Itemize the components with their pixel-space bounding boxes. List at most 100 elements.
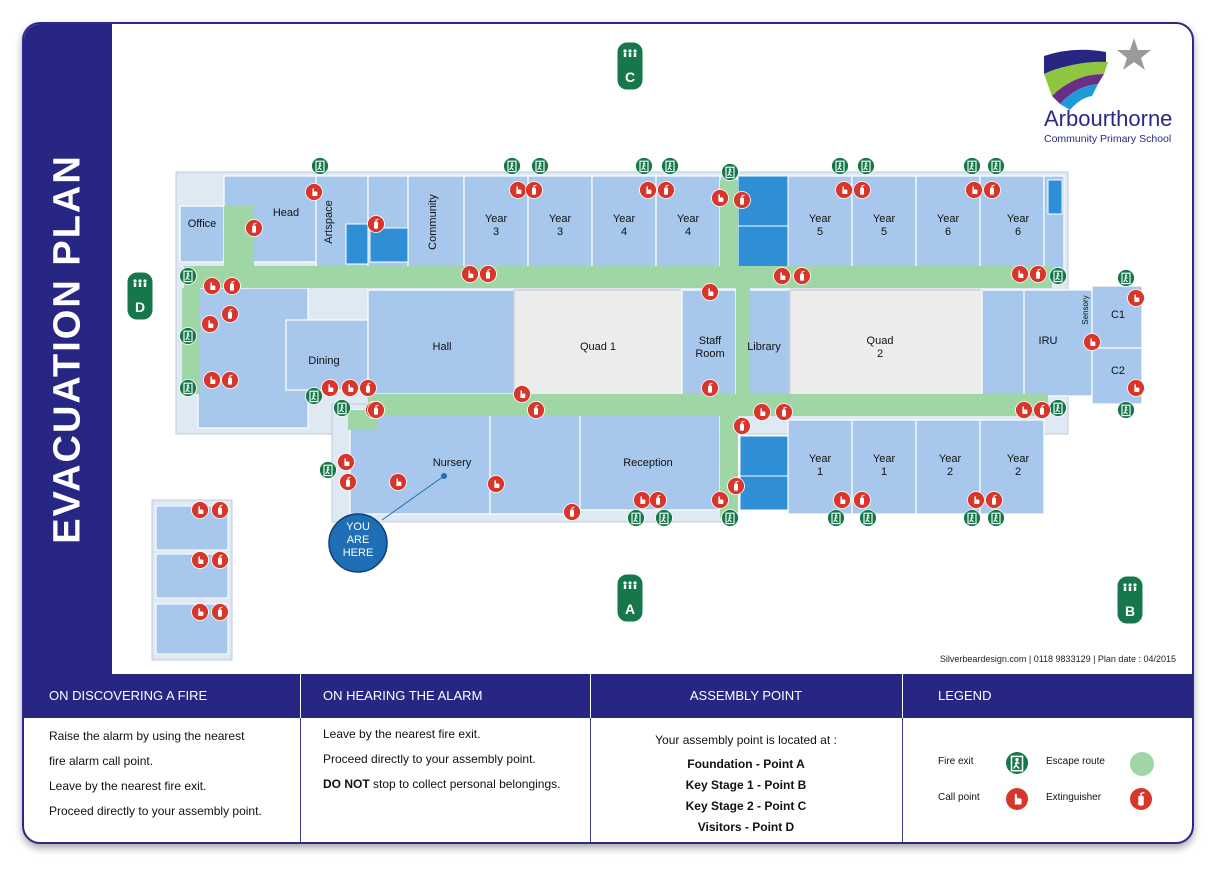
call-point-icon: [639, 181, 657, 199]
fire-exit-icon: [635, 157, 653, 175]
discovering-line: Raise the alarm by using the nearest: [49, 729, 245, 743]
room-label-c2: C2: [1111, 365, 1125, 377]
fire-exit-icon: [831, 157, 849, 175]
call-point-icon: [321, 379, 339, 397]
legend-escape-route-label: Escape route: [1046, 756, 1105, 767]
fire-exit-icon: [721, 163, 739, 181]
fire-exit-icon: [1006, 752, 1028, 774]
call-point-icon: [701, 283, 719, 301]
fire-exit-icon: [179, 327, 197, 345]
fire-exit-icon: [655, 509, 673, 527]
fire-exit-icon: [1117, 401, 1135, 419]
extinguisher-icon: [359, 379, 377, 397]
call-point-icon: [201, 315, 219, 333]
fire-exit-icon: [721, 509, 739, 527]
assembly-heading: ASSEMBLY POINT: [689, 688, 803, 703]
call-point-icon: [1127, 379, 1145, 397]
call-point-icon: [509, 181, 527, 199]
legend-extinguisher-label: Extinguisher: [1046, 792, 1102, 803]
sidebar: EVACUATION PLAN: [24, 24, 112, 674]
header-divider: [902, 674, 903, 718]
assembly-point-c: C: [616, 41, 644, 91]
credit-line: Silverbeardesign.com | 0118 9833129 | Pl…: [939, 654, 1176, 664]
call-point-icon: [389, 473, 407, 491]
do-not-rest: stop to collect personal belongings.: [369, 777, 561, 791]
call-point-icon: [1015, 401, 1033, 419]
extinguisher-icon: [1029, 265, 1047, 283]
fire-exits: [179, 157, 1135, 527]
fire-exit-icon: [179, 267, 197, 285]
room-label-nursery: Nursery: [433, 457, 472, 469]
fire-exit-icon: [963, 157, 981, 175]
call-point-icon: [305, 183, 323, 201]
call-point-icon: [1011, 265, 1029, 283]
assembly-panel: Your assembly point is located at : Foun…: [590, 730, 902, 838]
room-label-quad1: Quad 1: [580, 341, 616, 353]
extinguisher-icon: [701, 379, 719, 397]
extinguisher-icon: [563, 503, 581, 521]
assembly-point-letter: B: [1125, 603, 1135, 619]
call-point-icon: [1006, 788, 1028, 810]
extinguisher-icon: [211, 501, 229, 519]
extinguisher-icon: [793, 267, 811, 285]
fire-exit-icon: [531, 157, 549, 175]
school-logo: Arbourthorne Community Primary School: [1044, 106, 1172, 145]
fire-exit-icon: [333, 399, 351, 417]
call-point-icon: [711, 491, 729, 509]
call-point-icon: [191, 603, 209, 621]
extinguisher-icon: [211, 551, 229, 569]
fire-exit-icon: [661, 157, 679, 175]
room-label-community: Community: [427, 194, 439, 250]
extinguisher-icon: [221, 305, 239, 323]
assembly-line: Key Stage 1 - Point B: [685, 778, 807, 792]
extinguisher-icon: [245, 219, 263, 237]
assembly-line: Visitors - Point D: [697, 820, 795, 834]
call-point-icon: [1083, 333, 1101, 351]
fire-exit-icon: [857, 157, 875, 175]
call-point-icon: [337, 453, 355, 471]
hearing-line: Leave by the nearest fire exit.: [323, 727, 481, 741]
room-label-library: Library: [747, 341, 781, 353]
assembly-point-a: A: [616, 573, 644, 623]
extinguisher-icon: [853, 491, 871, 509]
extinguisher-icon: [223, 277, 241, 295]
fire-exit-icon: [1049, 399, 1067, 417]
extinguisher-icon: [525, 181, 543, 199]
call-points: [191, 181, 1145, 621]
room-label-c1: C1: [1111, 309, 1125, 321]
assembly-point-letter: A: [625, 601, 635, 617]
room-label-hall: Hall: [433, 341, 452, 353]
extinguisher-icon: [1130, 788, 1152, 810]
room-label-reception: Reception: [623, 457, 673, 469]
extinguisher-icon: [985, 491, 1003, 509]
call-point-icon: [833, 491, 851, 509]
instructions-header: ON DISCOVERING A FIRE ON HEARING THE ALA…: [24, 674, 1192, 718]
annex-building: [151, 499, 233, 661]
middle-rooms: [197, 285, 1143, 429]
discovering-panel: Raise the alarm by using the nearest fir…: [49, 724, 262, 824]
hearing-heading: ON HEARING THE ALARM: [323, 688, 483, 703]
extinguisher-icon: [527, 401, 545, 419]
fire-exit-icon: [987, 509, 1005, 527]
escape-route: [182, 180, 1052, 518]
extinguisher-icon: [1033, 401, 1051, 419]
header-divider: [300, 674, 301, 718]
fire-exit-icon: [179, 379, 197, 397]
room-label-artspace: Artspace: [323, 200, 335, 243]
assembly-line: Foundation - Point A: [687, 757, 805, 771]
hearing-panel: Leave by the nearest fire exit. Proceed …: [323, 722, 560, 797]
call-point-icon: [633, 491, 651, 509]
extinguisher-icon: [211, 603, 229, 621]
evacuation-plan-card: EVACUATION PLAN: [22, 22, 1194, 844]
call-point-icon: [1127, 289, 1145, 307]
